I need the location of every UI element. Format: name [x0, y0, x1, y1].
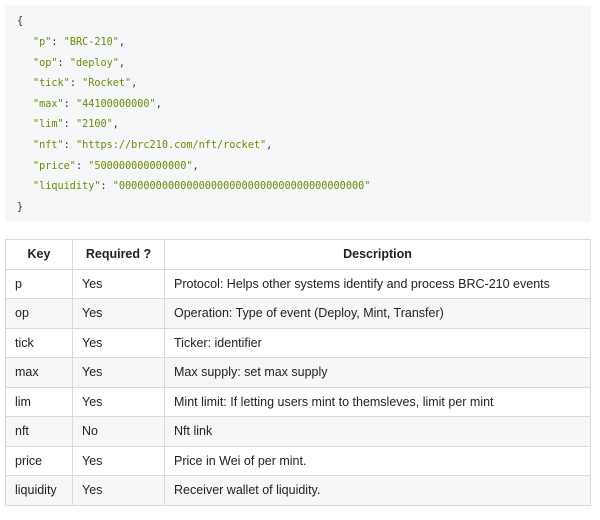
cell-description: Receiver wallet of liquidity. [164, 475, 591, 506]
cell-description: Operation: Type of event (Deploy, Mint, … [164, 298, 591, 329]
cell-key: liquidity [5, 475, 73, 506]
cell-key: nft [5, 416, 73, 447]
code-key: "tick" [33, 78, 70, 89]
code-value: "deploy" [69, 58, 119, 69]
code-key: "nft" [33, 140, 64, 151]
cell-description: Mint limit: If letting users mint to the… [164, 386, 591, 417]
table-row: op Yes Operation: Type of event (Deploy,… [5, 298, 591, 329]
table-row: max Yes Max supply: set max supply [5, 357, 591, 388]
table-header-row: Key Required ? Description [5, 239, 591, 270]
cell-description: Ticker: identifier [164, 327, 591, 358]
code-key: "lim" [33, 119, 64, 130]
code-line-liquidity: "liquidity": "00000000000000000000000000… [33, 181, 371, 192]
cell-key: lim [5, 386, 73, 417]
code-value: "BRC-210" [63, 37, 119, 48]
json-code-block: { "p": "BRC-210", "op": "deploy", "tick"… [5, 5, 591, 222]
cell-key: tick [5, 327, 73, 358]
cell-key: max [5, 357, 73, 388]
code-key: "p" [33, 37, 52, 48]
cell-required: Yes [72, 298, 165, 329]
code-key: "liquidity" [33, 181, 101, 192]
code-key: "op" [33, 58, 58, 69]
code-value: "https://brc210.com/nft/rocket" [75, 140, 267, 151]
cell-required: Yes [72, 268, 165, 299]
code-line-price: "price": "500000000000000", [33, 161, 199, 172]
header-required: Required ? [72, 239, 165, 270]
code-value: "Rocket" [82, 78, 132, 89]
cell-key: op [5, 298, 73, 329]
header-description: Description [164, 239, 591, 270]
table-row: nft No Nft link [5, 416, 591, 447]
table-row: p Yes Protocol: Helps other systems iden… [5, 268, 591, 299]
cell-required: Yes [72, 357, 165, 388]
cell-description: Protocol: Helps other systems identify a… [164, 268, 591, 299]
code-open-brace: { [17, 16, 24, 27]
code-value: "500000000000000" [88, 161, 193, 172]
cell-key: price [5, 445, 73, 476]
cell-description: Max supply: set max supply [164, 357, 591, 388]
code-line-max: "max": "44100000000", [33, 99, 162, 110]
code-line-lim: "lim": "2100", [33, 119, 119, 130]
table-row: liquidity Yes Receiver wallet of liquidi… [5, 475, 591, 506]
cell-required: No [72, 416, 165, 447]
code-key: "max" [33, 99, 64, 110]
cell-required: Yes [72, 475, 165, 506]
cell-required: Yes [72, 327, 165, 358]
code-line-nft: "nft": "https://brc210.com/nft/rocket", [33, 140, 273, 151]
table-row: tick Yes Ticker: identifier [5, 327, 591, 358]
code-close-brace: } [17, 202, 24, 213]
cell-required: Yes [72, 386, 165, 417]
code-line-tick: "tick": "Rocket", [33, 78, 138, 89]
cell-key: p [5, 268, 73, 299]
fields-table: Key Required ? Description p Yes Protoco… [5, 239, 591, 506]
cell-description: Nft link [164, 416, 591, 447]
code-value: "44100000000" [75, 99, 156, 110]
table-row: price Yes Price in Wei of per mint. [5, 445, 591, 476]
header-key: Key [5, 239, 73, 270]
code-key: "price" [33, 161, 76, 172]
code-value: "000000000000000000000000000000000000000… [112, 181, 371, 192]
code-line-op: "op": "deploy", [33, 58, 126, 69]
cell-description: Price in Wei of per mint. [164, 445, 591, 476]
code-value: "2100" [75, 119, 113, 130]
code-line-p: "p": "BRC-210", [33, 37, 126, 48]
table-row: lim Yes Mint limit: If letting users min… [5, 386, 591, 417]
cell-required: Yes [72, 445, 165, 476]
